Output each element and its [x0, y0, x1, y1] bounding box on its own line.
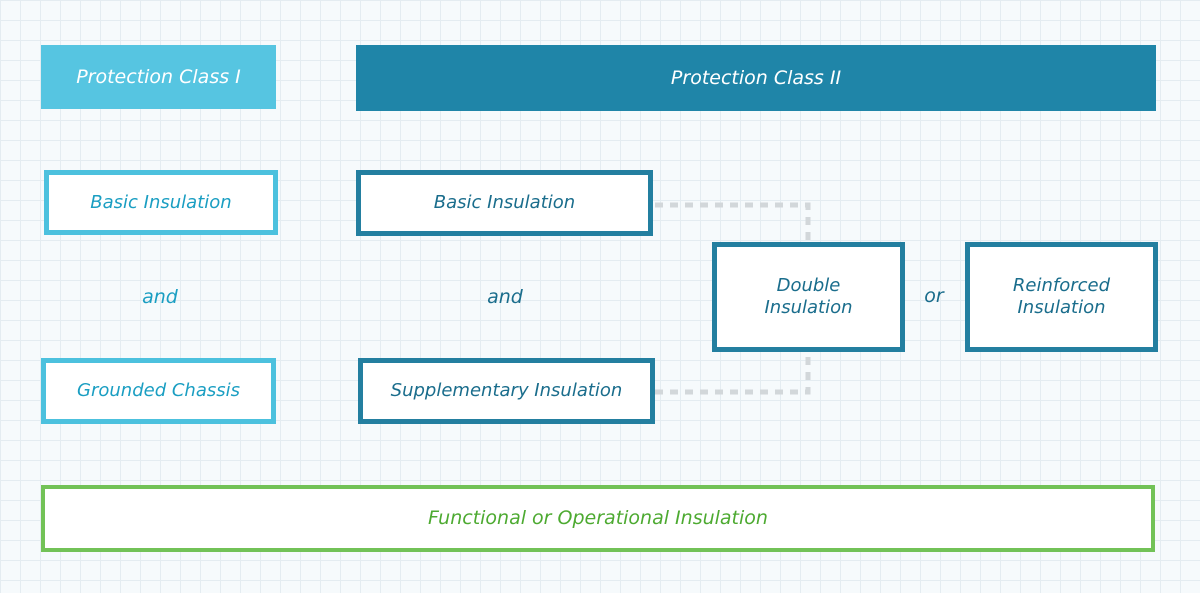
connector-basic-to-double	[655, 202, 811, 242]
or-label: or	[924, 285, 944, 307]
grounded-chassis-box: Grounded Chassis	[41, 358, 276, 424]
reinforced-insulation-box: Reinforced Insulation	[965, 242, 1158, 352]
class2-basic-insulation-box: Basic Insulation	[356, 170, 653, 236]
protection-class-2-header: Protection Class II	[356, 45, 1156, 111]
functional-insulation-label: Functional or Operational Insulation	[428, 507, 768, 530]
double-insulation-box: Double Insulation	[712, 242, 905, 352]
class1-and-label: and	[142, 286, 178, 308]
grounded-chassis-label: Grounded Chassis	[77, 380, 240, 402]
reinforced-insulation-label: Reinforced Insulation	[1012, 275, 1111, 318]
supplementary-insulation-label: Supplementary Insulation	[390, 380, 623, 402]
protection-class-1-header-label: Protection Class I	[76, 65, 241, 88]
class1-basic-insulation-box: Basic Insulation	[44, 170, 278, 235]
class1-basic-insulation-label: Basic Insulation	[90, 191, 232, 213]
connector-supplementary-to-double	[655, 352, 811, 395]
protection-class-2-header-label: Protection Class II	[670, 66, 842, 89]
protection-class-1-header: Protection Class I	[41, 45, 276, 109]
functional-insulation-box: Functional or Operational Insulation	[41, 485, 1155, 552]
double-insulation-label: Double Insulation	[764, 275, 853, 318]
class2-and-label: and	[487, 286, 523, 308]
class2-basic-insulation-label: Basic Insulation	[433, 192, 576, 214]
supplementary-insulation-box: Supplementary Insulation	[358, 358, 655, 424]
